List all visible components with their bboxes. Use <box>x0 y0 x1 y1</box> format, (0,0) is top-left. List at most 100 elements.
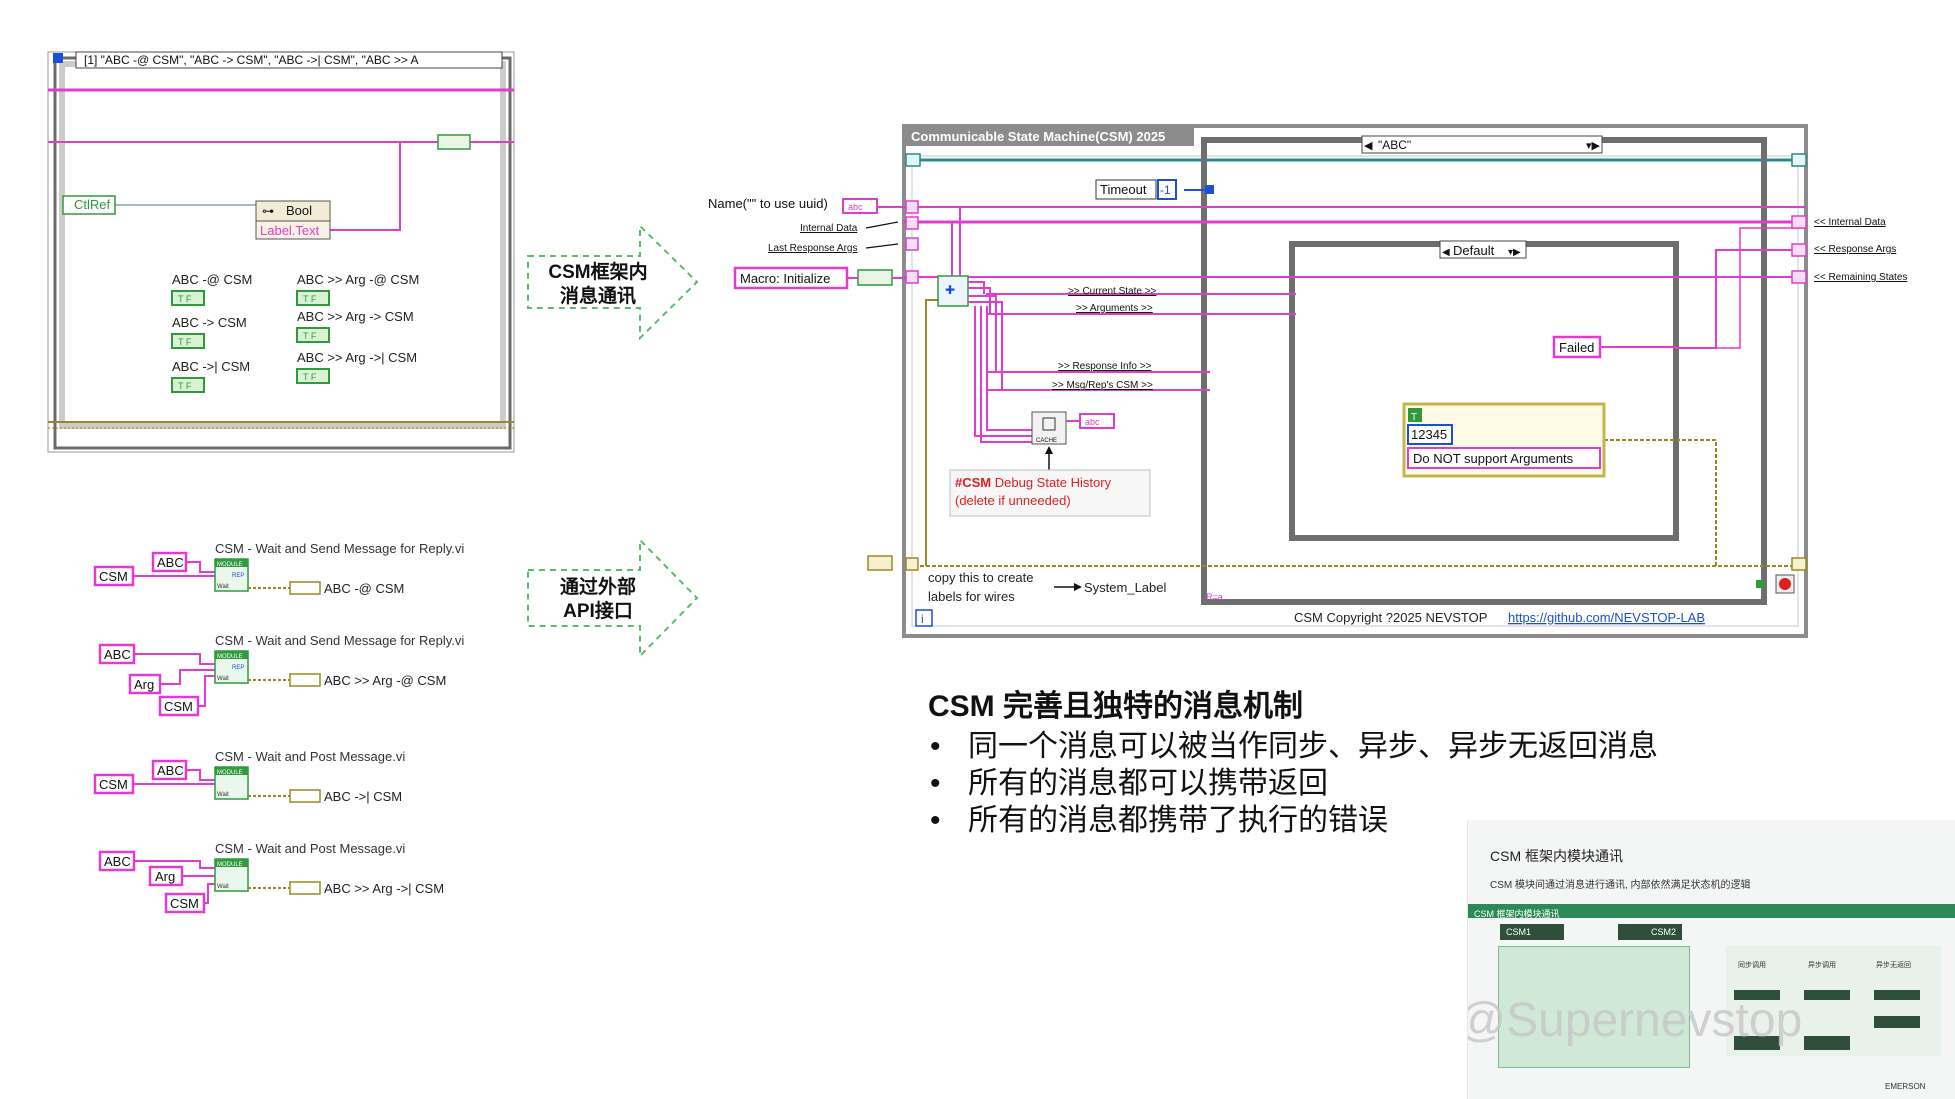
thumb-col2: 异步调用 <box>1808 962 1836 969</box>
summary-list: 同一个消息可以被当作同步、异步、异步无返回消息 所有的消息都可以携带返回 所有的… <box>928 728 1768 839</box>
api-example-1: CSM - Wait and Send Message for Reply.vi… <box>93 541 464 596</box>
item-label: ABC >> Arg -@ CSM <box>297 272 419 287</box>
remaining-states-out-label: << Remaining States <box>1814 272 1907 283</box>
slide-thumbnail[interactable]: CSM 框架内模块通讯 CSM 模块间通过消息进行通讯, 内部依然满足状态机的逻… <box>1467 820 1955 1099</box>
svg-text:#CSM Debug State History: #CSM Debug State History <box>955 475 1112 490</box>
thumb-col1: 同步调用 <box>1738 962 1766 969</box>
macro-label: Macro: Initialize <box>740 271 830 286</box>
svg-text:⊶: ⊶ <box>262 204 274 218</box>
svg-text:ABC ->| CSM: ABC ->| CSM <box>324 789 402 804</box>
summary-bullet: 所有的消息都携带了执行的错误 <box>928 802 1768 839</box>
response-args-out-label: << Response Args <box>1814 244 1896 255</box>
summary-bullet: 同一个消息可以被当作同步、异步、异步无返回消息 <box>928 728 1768 765</box>
svg-text:T F: T F <box>303 331 317 341</box>
svg-text:CSM: CSM <box>170 896 199 911</box>
arguments-label: >> Arguments >> <box>1076 303 1153 314</box>
svg-text:MODULE: MODULE <box>217 862 243 868</box>
bundle-node <box>437 134 471 150</box>
svg-text:ABC: ABC <box>104 647 131 662</box>
copy-note-1: copy this to create <box>928 570 1034 585</box>
arrow1-line2: 消息通讯 <box>560 284 636 307</box>
loop-index: R=a <box>1206 592 1223 602</box>
svg-text:abc: abc <box>848 202 863 212</box>
error-flag: T <box>1411 412 1417 423</box>
timeout-constant[interactable] <box>1157 179 1177 200</box>
thumb-csm1: CSM1 <box>1500 924 1564 940</box>
timeout-label-box <box>1095 179 1157 200</box>
svg-text:REP: REP <box>232 573 244 579</box>
svg-text:MODULE: MODULE <box>217 562 243 568</box>
vi-name: CSM - Wait and Post Message.vi <box>215 841 405 856</box>
svg-text:CSM: CSM <box>99 777 128 792</box>
thumb-panel-right: 同步调用 异步调用 异步无返回 <box>1726 946 1941 1056</box>
internal-data-out-label: << Internal Data <box>1814 217 1886 228</box>
svg-text:i: i <box>921 612 924 626</box>
item-label: ABC >> Arg ->| CSM <box>297 350 417 365</box>
summary-block: CSM 完善且独特的消息机制 同一个消息可以被当作同步、异步、异步无返回消息 所… <box>928 688 1768 839</box>
vi-name: CSM - Wait and Send Message for Reply.vi <box>215 633 464 648</box>
svg-text:CSM: CSM <box>99 569 128 584</box>
item-label: ABC >> Arg -> CSM <box>297 309 414 324</box>
svg-text:T F: T F <box>303 372 317 382</box>
arrow-framework-messaging: CSM框架内 消息通讯 <box>527 223 699 341</box>
current-state-label: >> Current State >> <box>1068 286 1157 297</box>
svg-text:◀: ◀ <box>1364 140 1373 152</box>
svg-text:Arg: Arg <box>155 869 175 884</box>
case-abc-label: "ABC" <box>1378 138 1411 152</box>
bool-node-label: Bool <box>286 203 312 218</box>
svg-text:ABC >> Arg ->| CSM: ABC >> Arg ->| CSM <box>324 881 444 896</box>
thumb-col3: 异步无返回 <box>1876 962 1911 969</box>
svg-text:ABC -@ CSM: ABC -@ CSM <box>324 581 404 596</box>
arrow-external-api: 通过外部 API接口 <box>527 537 699 659</box>
cache-node <box>1031 411 1067 445</box>
case-selector-default[interactable] <box>1439 240 1527 259</box>
svg-text:▾▶: ▾▶ <box>1508 247 1521 258</box>
item-label: ABC -> CSM <box>172 315 247 330</box>
svg-text:▾▶: ▾▶ <box>1586 140 1601 152</box>
csm-title: Communicable State Machine(CSM) 2025 <box>911 129 1165 144</box>
summary-title: CSM 完善且独特的消息机制 <box>928 690 1303 723</box>
github-link[interactable]: https://github.com/NEVSTOP-LAB <box>1508 610 1705 625</box>
left-case-structure: [1] "ABC -@ CSM", "ABC -> CSM", "ABC ->|… <box>47 51 515 453</box>
shift-register-right <box>1791 153 1807 167</box>
emerson-logo: EMERSON <box>1885 1082 1926 1091</box>
arrow2-line2: API接口 <box>563 600 633 622</box>
info-icon[interactable] <box>915 609 933 627</box>
timeout-label: Timeout <box>1100 182 1147 197</box>
shift-register-left <box>905 153 921 167</box>
failed-constant[interactable] <box>1552 335 1602 359</box>
last-response-args-label: Last Response Args <box>768 243 858 254</box>
svg-text:Wait: Wait <box>217 792 229 798</box>
timeout-value: -1 <box>1160 183 1171 197</box>
api-example-4: CSM - Wait and Post Message.vi ABC Arg C… <box>98 841 444 914</box>
svg-text:ABC: ABC <box>104 854 131 869</box>
ref-icon <box>53 53 63 63</box>
error-in-terminal <box>867 555 893 571</box>
case-selector[interactable] <box>75 51 503 69</box>
svg-text:T F: T F <box>178 337 192 347</box>
internal-data-in-label: Internal Data <box>800 223 858 234</box>
vi-name: CSM - Wait and Post Message.vi <box>215 749 405 764</box>
api-example-3: CSM - Wait and Post Message.vi ABC CSM M… <box>93 749 405 804</box>
svg-text:T F: T F <box>178 381 192 391</box>
copy-note-2: labels for wires <box>928 589 1015 604</box>
thumb-bar: CSM 框架内模块通讯 <box>1468 904 1955 919</box>
debug-note-text: (delete if unneeded) <box>955 493 1071 508</box>
svg-text:ABC: ABC <box>157 763 184 778</box>
svg-text:Wait: Wait <box>217 676 229 682</box>
case-selector-label: [1] "ABC -@ CSM", "ABC -> CSM", "ABC ->|… <box>84 53 419 67</box>
debug-title-rest: Debug State History <box>991 475 1111 490</box>
thumb-subtitle: CSM 模块间通过消息进行通讯, 内部依然满足状态机的逻辑 <box>1490 880 1751 891</box>
svg-text:ABC: ABC <box>157 555 184 570</box>
ctlref-label: CtlRef <box>74 197 111 212</box>
api-example-2: CSM - Wait and Send Message for Reply.vi… <box>98 633 464 717</box>
msg-rep-csm-label: >> Msg/Rep's CSM >> <box>1052 380 1153 391</box>
case-selector-abc[interactable] <box>1361 135 1603 154</box>
arrow2-line1: 通过外部 <box>560 575 636 598</box>
summary-bullet: 所有的消息都可以携带返回 <box>928 765 1768 802</box>
vi-name: CSM - Wait and Send Message for Reply.vi <box>215 541 464 556</box>
svg-text:✚: ✚ <box>945 283 955 297</box>
svg-text:Arg: Arg <box>134 677 154 692</box>
svg-text:MODULE: MODULE <box>217 770 243 776</box>
arrow1-line1: CSM框架内 <box>548 260 647 283</box>
